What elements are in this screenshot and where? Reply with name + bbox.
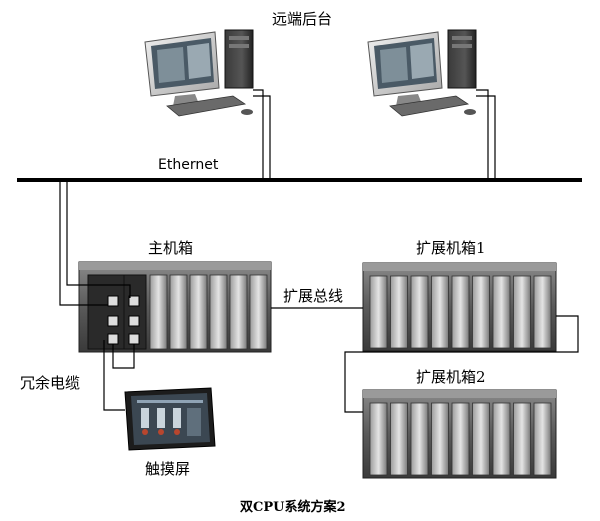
ethernet-label: Ethernet: [158, 157, 219, 173]
rack-slot: [451, 275, 470, 349]
redundant-cable-label: 冗余电缆: [20, 374, 81, 392]
rack-slot: [451, 402, 470, 476]
cpu-ethernet-links: [59, 182, 131, 306]
diagram-caption: 双CPU系统方案2: [240, 500, 346, 515]
rack-slot: [472, 275, 490, 349]
main-rack: [78, 261, 272, 353]
rack-slot: [513, 275, 531, 349]
rack-slot: [369, 402, 388, 476]
expansion-rack-2: [362, 389, 557, 479]
expansion-bus-links: [271, 307, 579, 413]
rack-slot: [431, 402, 449, 476]
rack-slot: [472, 402, 490, 476]
rack-slot: [169, 274, 188, 350]
redundant-cable: [103, 340, 135, 411]
rack-slot: [410, 402, 429, 476]
rack-slot: [431, 275, 449, 349]
touch-screen-label: 触摸屏: [145, 460, 191, 478]
rack-slot: [209, 274, 228, 350]
expansion-rack-2-label: 扩展机箱2: [416, 368, 486, 386]
rack-slot: [369, 275, 388, 349]
rack-slot: [390, 275, 408, 349]
workstation-links: [253, 89, 496, 178]
rack-slot: [149, 274, 168, 350]
rack-slot: [492, 402, 511, 476]
remote-backend-label: 远端后台: [272, 10, 333, 28]
rack-slot: [189, 274, 208, 350]
workstation-icon: [144, 29, 254, 117]
expansion-rack-1-label: 扩展机箱1: [416, 239, 486, 257]
main-rack-label: 主机箱: [148, 239, 194, 257]
expansion-rack-1: [362, 262, 557, 352]
expansion-bus-label: 扩展总线: [283, 287, 344, 305]
rack-slot: [249, 274, 268, 350]
rack-slot: [533, 275, 552, 349]
rack-slot: [513, 402, 531, 476]
rack-slot: [390, 402, 408, 476]
rack-slot: [492, 275, 511, 349]
rack-slot: [229, 274, 248, 350]
rack-slot: [410, 275, 429, 349]
rack-slot: [533, 402, 552, 476]
touch-panel-icon: [124, 387, 216, 451]
workstation-icon: [367, 29, 477, 117]
